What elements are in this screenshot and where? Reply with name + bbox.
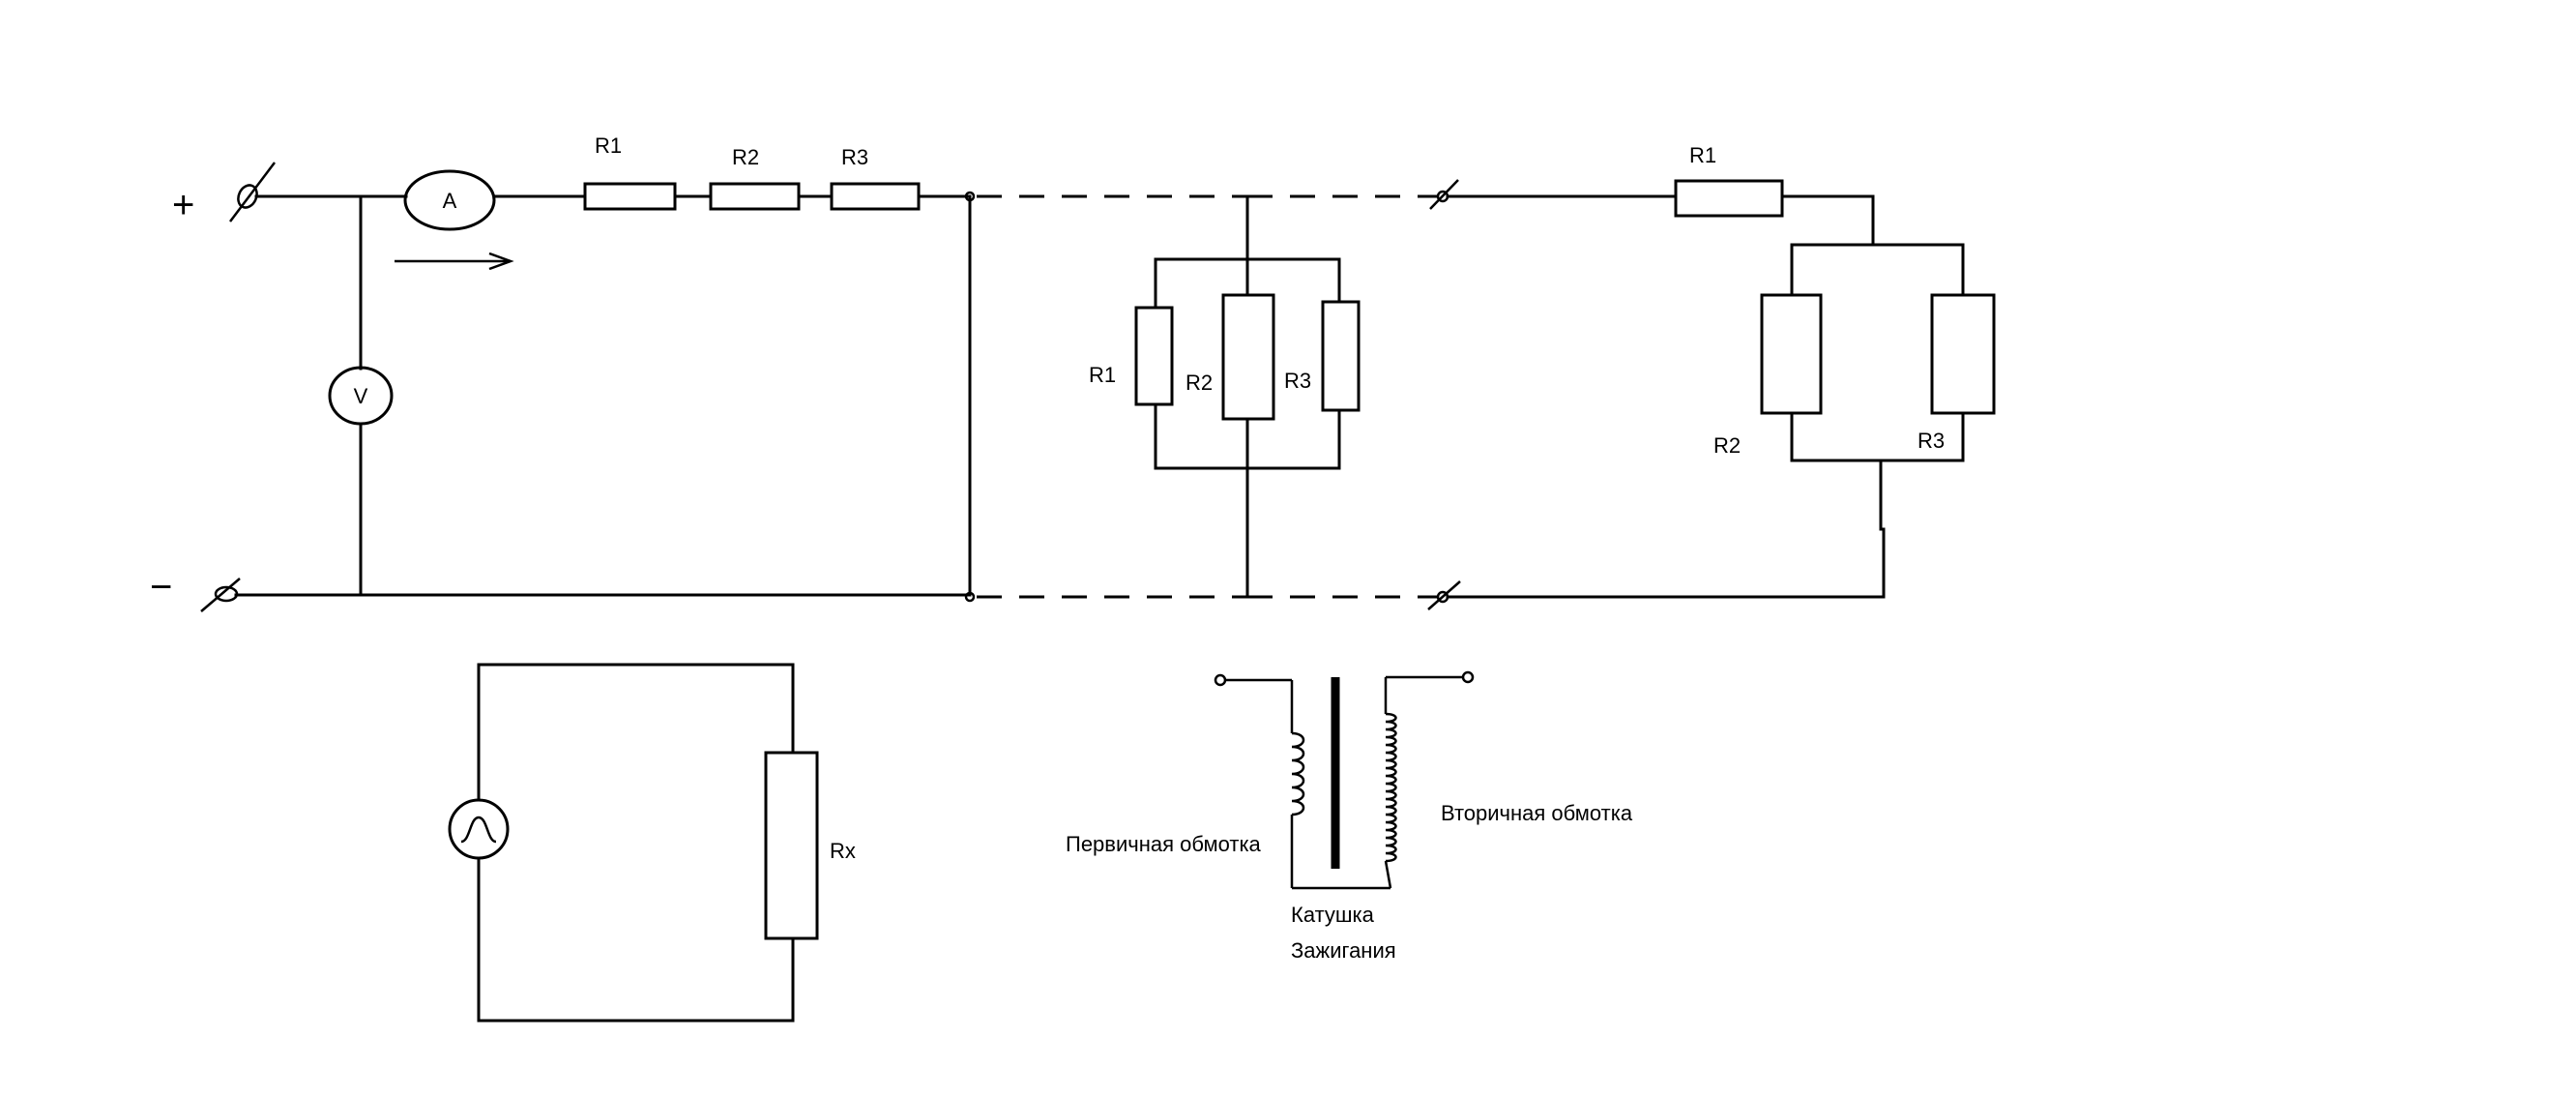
parallel-r1-label: R1 [1089, 363, 1116, 387]
series-resistor-r2: R2 [709, 145, 801, 211]
mixed-r1-label: R1 [1689, 143, 1716, 167]
mixed-resistor-r3: R3 [1917, 293, 1996, 453]
series-resistor-r1: R1 [583, 134, 677, 211]
test-circuit-wiring [477, 663, 795, 1023]
parallel-resistor-r2: R2 [1186, 293, 1275, 421]
coil-title-line2: Зажигания [1291, 938, 1396, 963]
ignition-coil [1214, 670, 1475, 890]
dashed-connections [977, 194, 1439, 599]
voltmeter-label: V [354, 384, 368, 408]
top-switch [1429, 179, 1459, 210]
parallel-resistor-r3: R3 [1284, 300, 1361, 412]
mixed-r2-label: R2 [1713, 433, 1741, 458]
mixed-resistor-r2: R2 [1713, 293, 1823, 458]
series-r3-label: R3 [841, 145, 868, 169]
minus-terminal-label: − [150, 566, 172, 608]
series-wiring [234, 191, 976, 603]
rx-label: Rx [830, 839, 856, 863]
signal-generator [448, 798, 510, 860]
ammeter: A [403, 169, 496, 231]
series-resistor-r3: R3 [830, 145, 921, 211]
plus-terminal-label: + [172, 184, 194, 226]
parallel-wiring [1154, 194, 1341, 599]
series-r1-label: R1 [595, 134, 622, 158]
coil-title-line1: Катушка [1291, 903, 1375, 927]
voltmeter: V [328, 366, 394, 426]
secondary-winding-label: Вторичная обмотка [1441, 801, 1633, 825]
resistor-rx: Rx [764, 751, 856, 940]
series-r2-label: R2 [732, 145, 759, 169]
parallel-r2-label: R2 [1186, 371, 1213, 395]
plus-terminal [229, 162, 276, 223]
parallel-r3-label: R3 [1284, 369, 1311, 393]
mixed-r3-label: R3 [1917, 429, 1945, 453]
parallel-resistor-r1: R1 [1089, 306, 1174, 406]
current-direction-arrow [395, 252, 514, 271]
mixed-wiring [1446, 194, 1965, 599]
mixed-resistor-r1: R1 [1674, 143, 1784, 218]
primary-winding-label: Первичная обмотка [1066, 832, 1262, 856]
primary-winding [1291, 731, 1305, 816]
minus-terminal [200, 578, 241, 612]
secondary-winding [1385, 712, 1397, 863]
ammeter-label: A [443, 189, 457, 213]
